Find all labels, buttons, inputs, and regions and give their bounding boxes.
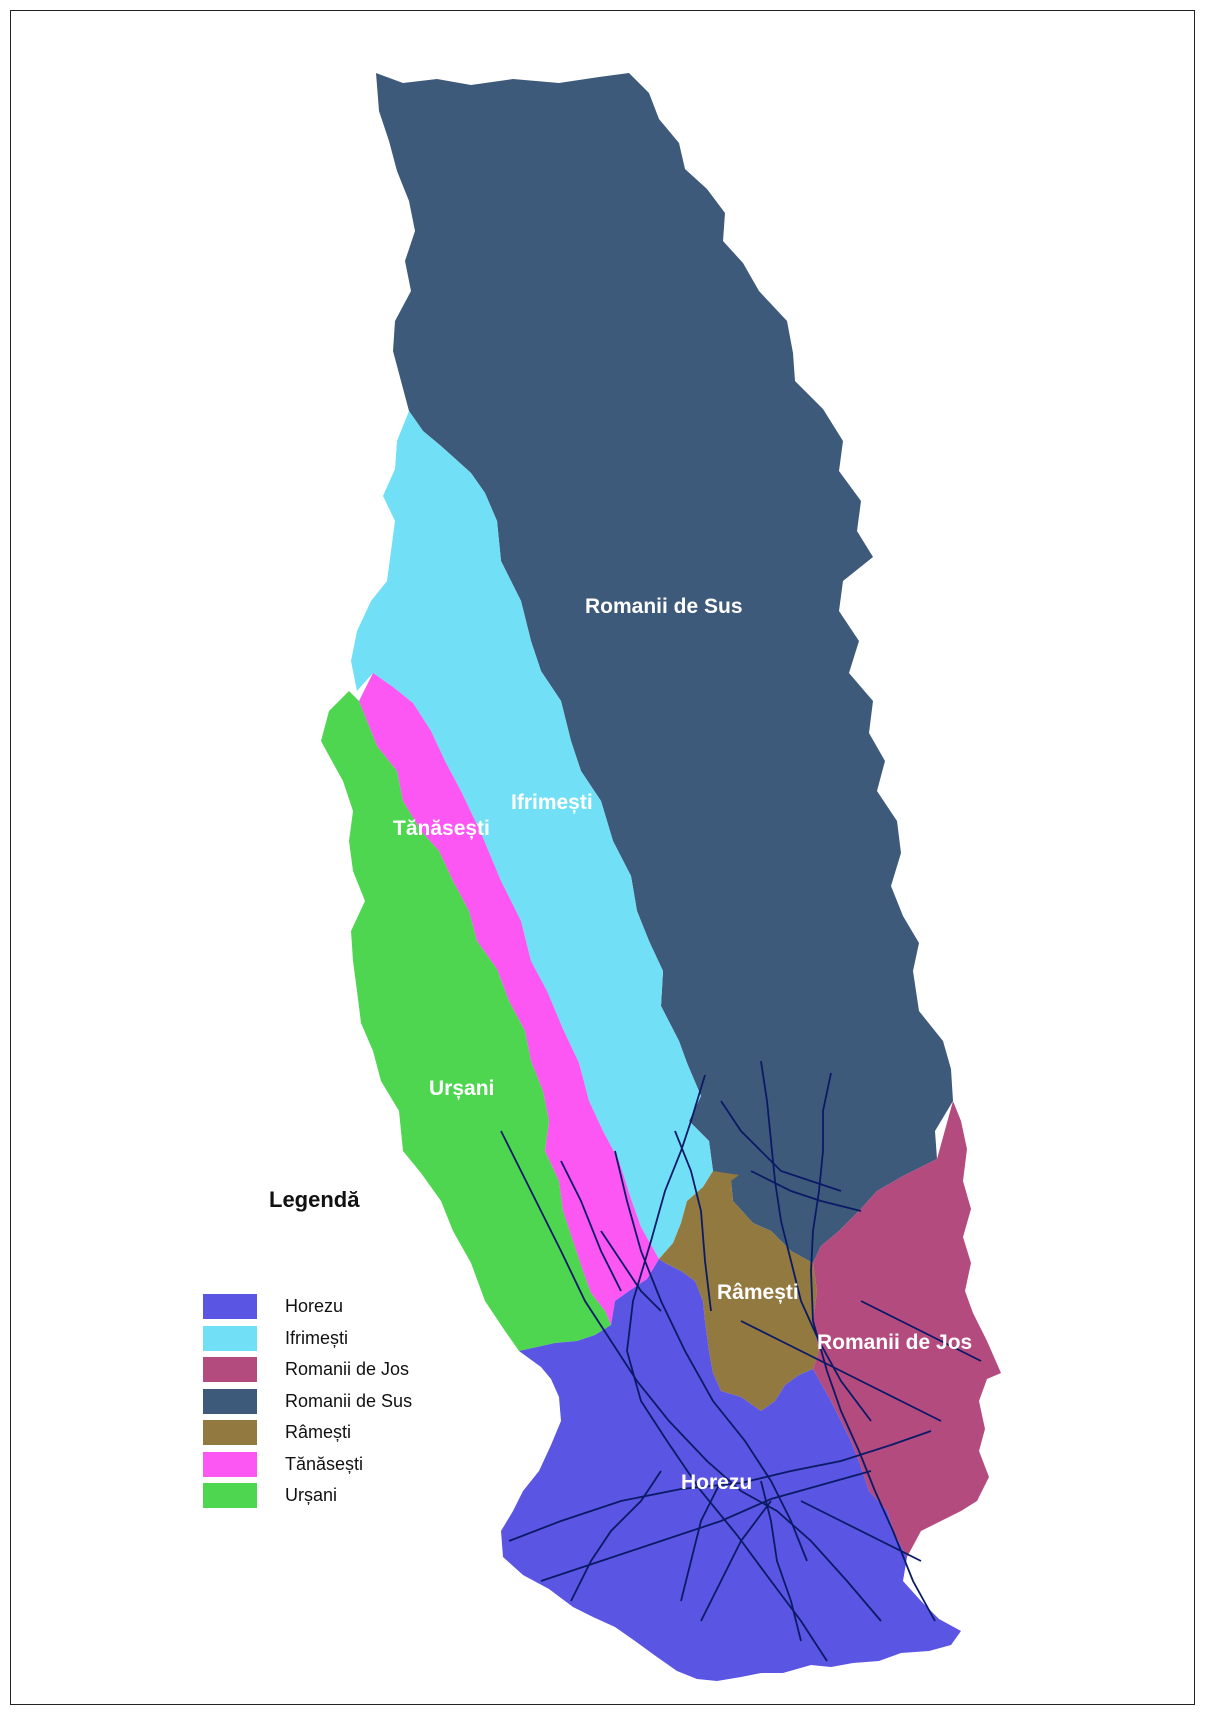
legend-label: Horezu (285, 1296, 344, 1317)
label-romanii-de-sus: Romanii de Sus (585, 595, 743, 618)
legend-swatch (203, 1294, 257, 1320)
label-horezu: Horezu (681, 1471, 752, 1494)
legend-item-ifrimesti: Ifrimești (203, 1323, 412, 1355)
legend-item-romanii-de-sus: Romanii de Sus (203, 1386, 412, 1418)
map-frame: Romanii de Sus Ifrimești Tănăsești Urșan… (10, 10, 1195, 1705)
legend-swatch (203, 1357, 257, 1383)
legend: Horezu Ifrimești Romanii de Jos Romanii … (203, 1291, 412, 1512)
legend-label: Ifrimești (285, 1327, 348, 1348)
region-ifrimesti[interactable] (351, 411, 713, 1259)
legend-swatch (203, 1483, 257, 1509)
road-network (500, 1060, 982, 1662)
legend-swatch (203, 1420, 257, 1446)
legend-label: Urșani (285, 1485, 338, 1506)
legend-item-ramesti: Râmești (203, 1417, 412, 1449)
legend-item-romanii-de-jos: Romanii de Jos (203, 1354, 412, 1386)
map-canvas: Romanii de Sus Ifrimești Tănăsești Urșan… (321, 73, 1001, 1681)
legend-title: Legendă (269, 1187, 360, 1212)
legend-label: Tănăsești (285, 1453, 364, 1474)
region-ramesti[interactable] (659, 1171, 819, 1411)
legend-item-horezu: Horezu (203, 1291, 412, 1323)
region-tanasesti[interactable] (359, 673, 659, 1325)
label-tanasesti: Tănăsești (393, 817, 490, 840)
legend-swatch (203, 1388, 257, 1414)
label-ramesti: Râmești (717, 1281, 799, 1304)
legend-label: Râmești (285, 1422, 352, 1443)
region-romanii-de-sus[interactable] (376, 73, 953, 1263)
legend-swatch (203, 1451, 257, 1477)
legend-label: Romanii de Sus (285, 1390, 413, 1411)
legend-item-tanasesti: Tănăsești (203, 1449, 412, 1481)
legend-item-ursani: Urșani (203, 1480, 412, 1512)
label-ursani: Urșani (429, 1077, 494, 1100)
region-horezu[interactable] (501, 1259, 961, 1681)
label-ifrimesti: Ifrimești (511, 791, 593, 814)
label-romanii-de-jos: Romanii de Jos (817, 1331, 972, 1354)
legend-label: Romanii de Jos (285, 1359, 410, 1380)
region-ursani[interactable] (321, 691, 611, 1351)
legend-swatch (203, 1325, 257, 1351)
region-romanii-de-jos[interactable] (813, 1101, 1001, 1557)
